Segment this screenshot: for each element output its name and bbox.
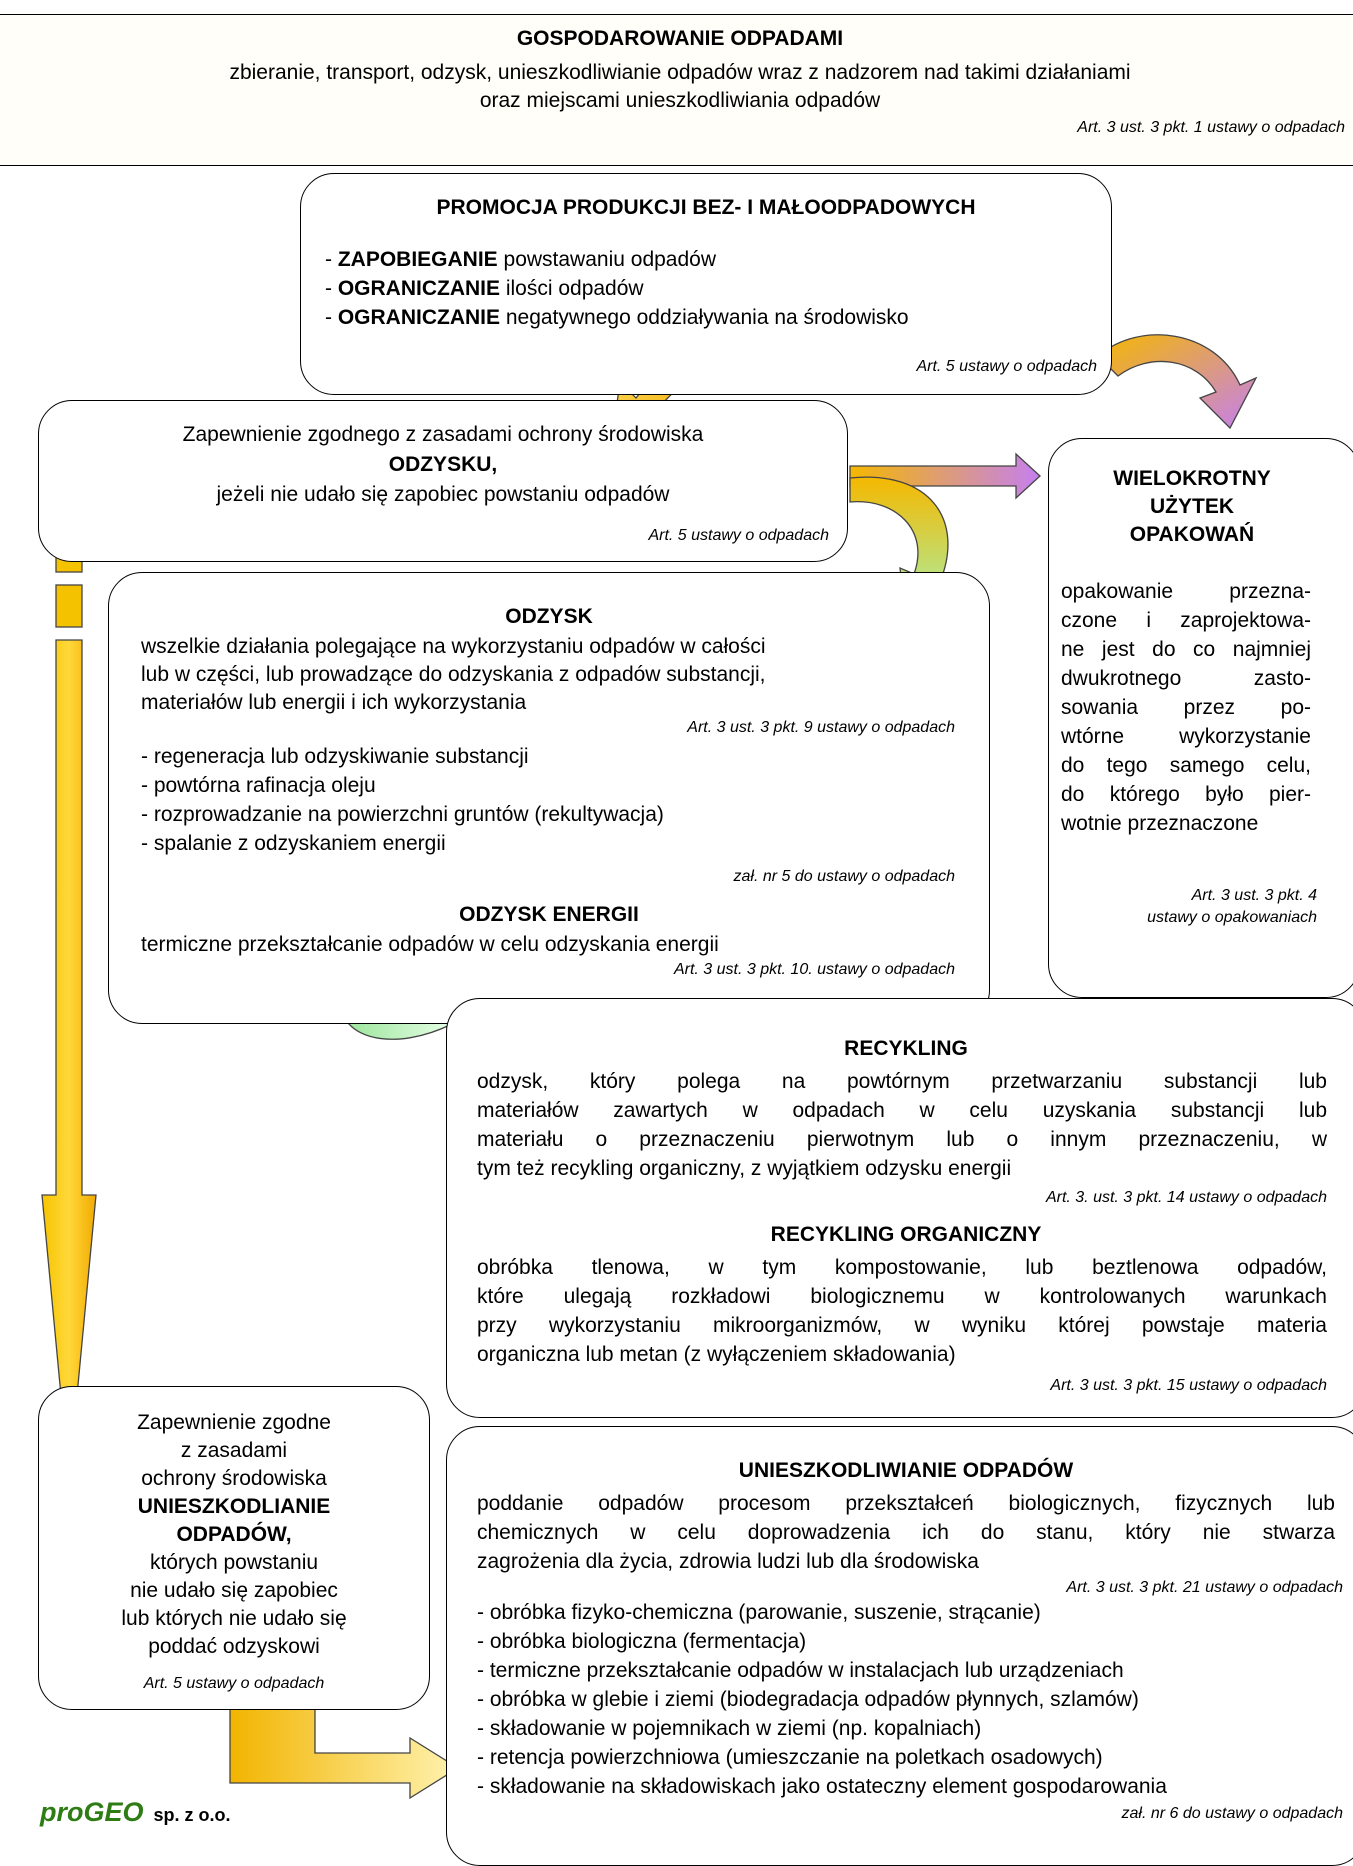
odzysk-line: wszelkie działania polegające na wykorzy…	[141, 635, 766, 658]
recykling-organic-title: RECYKLING ORGANICZNY	[770, 1223, 1042, 1246]
recykling-line: materiałów zawartych w odpadach w celu u…	[477, 1099, 1327, 1122]
recovery-assurance-ref: Art. 5 ustawy o odpadach	[648, 527, 829, 544]
disposal-box-title: UNIESZKODLIWIANIE ODPADÓW	[738, 1459, 1074, 1482]
disposal-bold-2: ODPADÓW,	[176, 1523, 292, 1546]
disposal-ref: Art. 5 ustawy o odpadach	[143, 1675, 325, 1692]
recykling-box: RECYKLING odzysk, który polega na powtór…	[446, 998, 1353, 1418]
odzysk-item: - spalanie z odzyskaniem energii	[141, 832, 446, 855]
promotion-item: - ZAPOBIEGANIE powstawaniu odpadów	[325, 248, 717, 271]
company-logo-suffix: sp. z o.o.	[153, 1805, 231, 1825]
waste-management-box: GOSPODAROWANIE ODPADAMI zbieranie, trans…	[0, 14, 1353, 166]
waste-management-ref: Art. 3 ust. 3 pkt. 1 ustawy o odpadach	[1077, 119, 1345, 136]
reuse-line: do którego było pier-	[1061, 783, 1311, 806]
odzysk-title: ODZYSK	[505, 605, 593, 628]
disposal-assurance-box: Zapewnienie zgodne z zasadami ochrony śr…	[38, 1386, 430, 1710]
disposal-line: z zasadami	[180, 1439, 288, 1462]
recovery-assurance-box: Zapewnienie zgodnego z zasadami ochrony …	[38, 400, 848, 562]
reuse-title-1: WIELOKROTNY	[1113, 467, 1271, 490]
odzysk-ref-3: Art. 3 ust. 3 pkt. 10. ustawy o odpadach	[673, 961, 955, 978]
recykling-ref: Art. 3. ust. 3 pkt. 14 ustawy o odpadach	[1045, 1189, 1327, 1206]
arrow-segment-2	[55, 584, 83, 628]
recovery-assurance-bold: ODZYSKU,	[388, 453, 498, 476]
disposal-line: Zapewnienie zgodne	[137, 1411, 331, 1434]
disposal-box-text: poddanie odpadów procesom przekształceń …	[477, 1489, 1335, 1576]
odzysk-ref: Art. 3 ust. 3 pkt. 9 ustawy o odpadach	[687, 719, 955, 736]
recykling-title: RECYKLING	[844, 1037, 968, 1060]
reuse-line: wotnie przeznaczone	[1061, 812, 1259, 835]
company-logo: proGEO sp. z o.o.	[40, 1797, 231, 1828]
arrow-disposal-to-unieszk	[229, 1704, 460, 1800]
reuse-line: ne jest do co najmniej	[1061, 638, 1311, 661]
reuse-box: WIELOKROTNY UŻYTEK OPAKOWAŃ opakowanie p…	[1048, 438, 1353, 998]
disposal-line: ochrony środowiska	[141, 1467, 327, 1490]
disposal-box-item: - składowanie w pojemnikach w ziemi (np.…	[477, 1717, 982, 1740]
odzysk-item: - rozprowadzanie na powierzchni gruntów …	[141, 803, 664, 826]
recykling-text: odzysk, który polega na powtórnym przetw…	[477, 1067, 1327, 1183]
disposal-box-item: - obróbka biologiczna (fermentacja)	[477, 1630, 807, 1653]
recykling-organic-text: obróbka tlenowa, w tym kompostowanie, lu…	[477, 1253, 1327, 1369]
reuse-title-3: OPAKOWAŃ	[1129, 523, 1255, 546]
recykling-line: odzysk, który polega na powtórnym przetw…	[477, 1070, 1327, 1093]
recovery-assurance-line-1: Zapewnienie zgodnego z zasadami ochrony …	[182, 423, 704, 446]
recykling-ref-2: Art. 3 ust. 3 pkt. 15 ustawy o odpadach	[1050, 1377, 1327, 1394]
company-logo-name: proGEO	[40, 1797, 144, 1827]
reuse-line: wtórne wykorzystanie	[1061, 725, 1311, 748]
odzysk-energy-title: ODZYSK ENERGII	[459, 903, 639, 926]
odzysk-line: materiałów lub energii i ich wykorzystan…	[141, 691, 527, 714]
odzysk-line: lub w części, lub prowadzące do odzyskan…	[141, 663, 766, 686]
promotion-ref: Art. 5 ustawy o odpadach	[916, 358, 1097, 375]
disposal-line-2: nie udało się zapobiec	[130, 1579, 338, 1602]
promotion-box: PROMOCJA PRODUKCJI BEZ- I MAŁOODPADOWYCH…	[300, 173, 1112, 395]
disposal-box-ref: Art. 3 ust. 3 pkt. 21 ustawy o odpadach	[1066, 1579, 1343, 1596]
recovery-assurance-line-3: jeżeli nie udało się zapobiec powstaniu …	[216, 483, 670, 506]
promotion-item: - OGRANICZANIE negatywnego oddziaływania…	[325, 306, 909, 329]
recykling-organic-line: obróbka tlenowa, w tym kompostowanie, lu…	[477, 1256, 1327, 1279]
recykling-organic-line: organiczna lub metan (z wyłączeniem skła…	[477, 1343, 956, 1366]
disposal-line-2: poddać odzyskowi	[148, 1635, 320, 1658]
disposal-box-ref-2: zał. nr 6 do ustawy o odpadach	[1121, 1805, 1343, 1822]
waste-management-line-2: oraz miejscami unieszkodliwiania odpadów	[479, 89, 881, 112]
promotion-title: PROMOCJA PRODUKCJI BEZ- I MAŁOODPADOWYCH	[436, 196, 976, 219]
disposal-box: UNIESZKODLIWIANIE ODPADÓW poddanie odpad…	[446, 1426, 1353, 1866]
odzysk-energy-text: termiczne przekształcanie odpadów w celu…	[141, 933, 719, 956]
reuse-ref-2: ustawy o opakowaniach	[1147, 909, 1317, 926]
disposal-box-item: - retencja powierzchniowa (umieszczanie …	[477, 1746, 1103, 1769]
reuse-title-2: UŻYTEK	[1150, 495, 1234, 518]
disposal-line-2: lub których nie udało się	[121, 1607, 347, 1630]
reuse-line: sowania przez po-	[1061, 696, 1311, 719]
recykling-line: materiału o przeznaczeniu pierwotnym lub…	[477, 1128, 1327, 1151]
waste-management-line-1: zbieranie, transport, odzysk, unieszkodl…	[229, 61, 1131, 84]
disposal-box-line: poddanie odpadów procesom przekształceń …	[477, 1492, 1335, 1515]
recykling-organic-line: które ulegają rozkładowi biologicznemu w…	[477, 1285, 1327, 1308]
reuse-line: czone i zaprojektowa-	[1061, 609, 1311, 632]
odzysk-item: - powtórna rafinacja oleju	[141, 774, 376, 797]
disposal-box-line: zagrożenia dla życia, zdrowia ludzi lub …	[477, 1550, 979, 1573]
waste-management-title: GOSPODAROWANIE ODPADAMI	[516, 27, 844, 50]
disposal-box-item: - składowanie na składowiskach jako osta…	[477, 1775, 1167, 1798]
disposal-box-item: - obróbka w glebie i ziemi (biodegradacj…	[477, 1688, 1139, 1711]
recykling-organic-line: przy wykorzystaniu mikroorganizmów, w wy…	[477, 1314, 1327, 1337]
disposal-bold-1: UNIESZKODLIANIE	[137, 1495, 331, 1518]
disposal-box-item: - termiczne przekształcanie odpadów w in…	[477, 1659, 1124, 1682]
odzysk-ref-2: zał. nr 5 do ustawy o odpadach	[733, 868, 955, 885]
disposal-box-line: chemicznych w celu doprowadzenia ich do …	[477, 1521, 1335, 1544]
odzysk-item: - regeneracja lub odzyskiwanie substancj…	[141, 745, 529, 768]
reuse-ref-1: Art. 3 ust. 3 pkt. 4	[1191, 887, 1317, 904]
disposal-line-2: których powstaniu	[149, 1551, 319, 1574]
reuse-line: dwukrotnego zasto-	[1061, 667, 1311, 690]
reuse-line: do tego samego celu,	[1061, 754, 1311, 777]
reuse-line: opakowanie przezna-	[1061, 580, 1311, 603]
promotion-item: - OGRANICZANIE ilości odpadów	[325, 277, 644, 300]
odzysk-box: ODZYSK wszelkie działania polegające na …	[108, 572, 990, 1024]
reuse-text: opakowanie przezna- czone i zaprojektowa…	[1061, 577, 1311, 838]
disposal-box-item: - obróbka fizyko-chemiczna (parowanie, s…	[477, 1601, 1041, 1624]
recykling-line: tym też recykling organiczny, z wyjątkie…	[477, 1157, 1012, 1180]
arrow-promo-to-reuse	[1097, 334, 1258, 430]
arrow-down-long	[41, 639, 97, 1481]
